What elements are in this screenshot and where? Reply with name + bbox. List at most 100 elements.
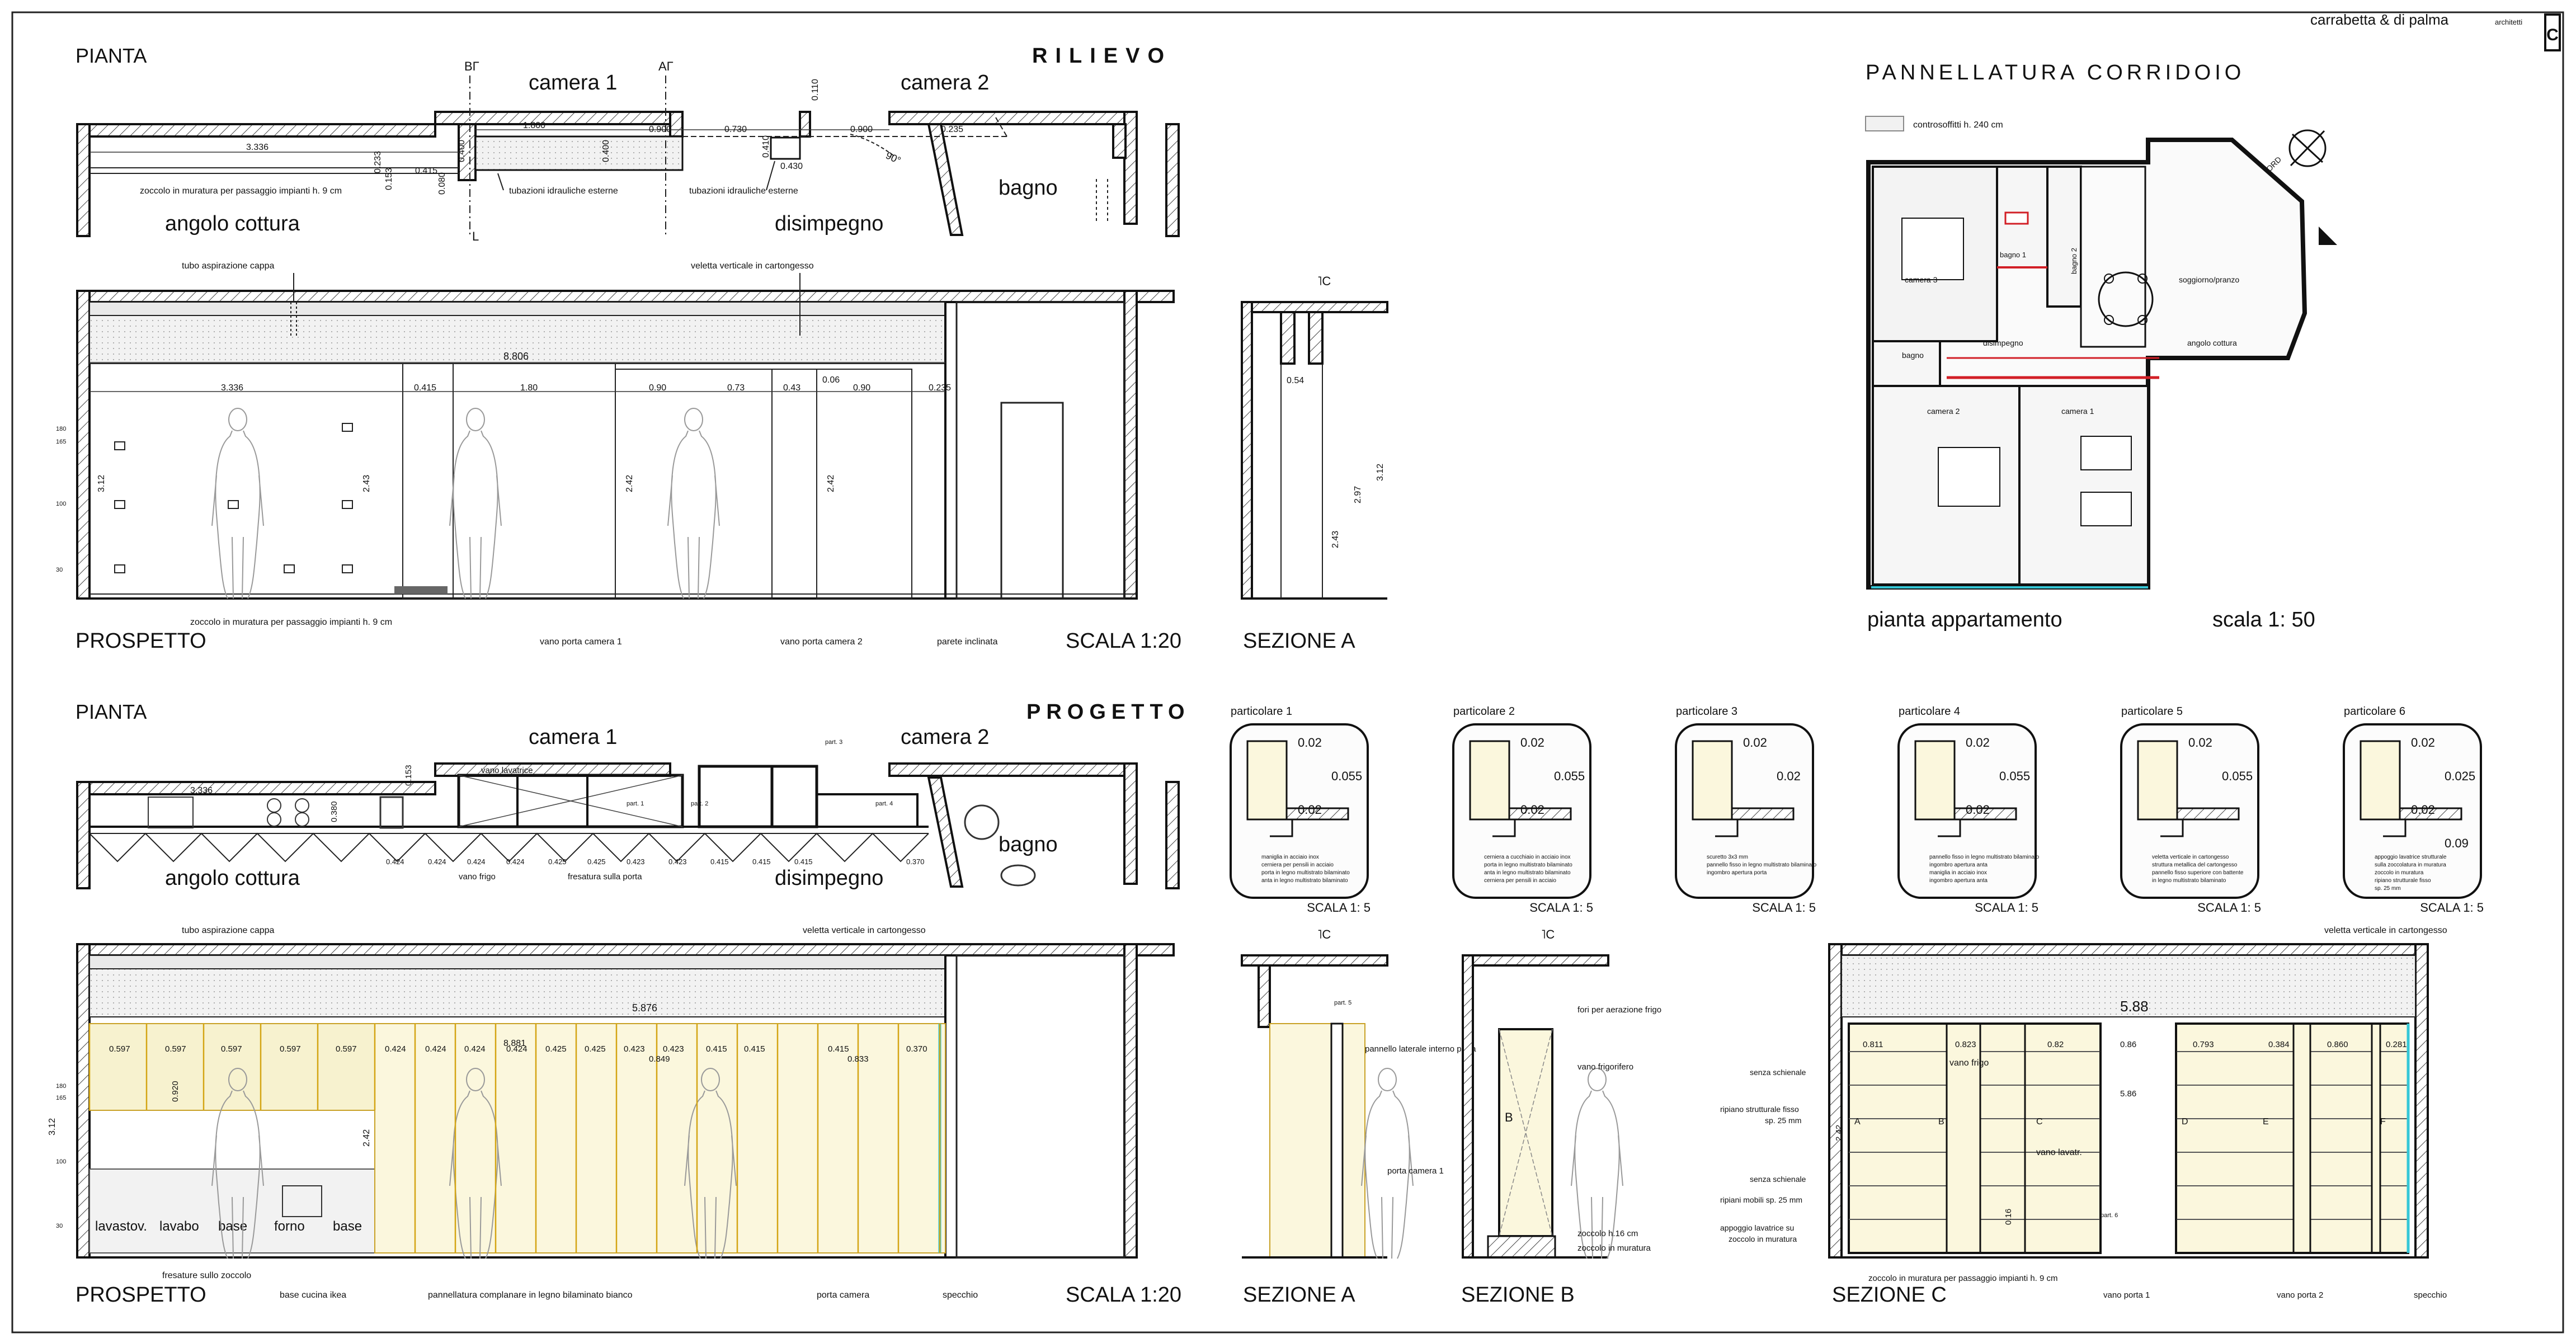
detail-handle-icon: [1270, 818, 1309, 837]
detail-scale: SCALA 1: 5: [1529, 901, 1593, 915]
detail-wall: [1953, 807, 2017, 821]
rilievo-elev-label: PROSPETTO: [76, 629, 206, 653]
detail-handle-icon: [2383, 818, 2422, 837]
rilievo-plan-dim-12: 0.080: [437, 172, 447, 195]
apartment-room-0: camera 3: [1905, 275, 1938, 284]
rilievo-plan-dim-9: 0.430: [780, 162, 803, 171]
progetto-elev-p-6: 0.423: [624, 1044, 645, 1054]
rilievo-room-camera2: camera 2: [901, 71, 989, 95]
rilievo-plan-dim-14: 0.400: [601, 140, 611, 162]
progetto-elev-p-9: 0.415: [744, 1044, 765, 1054]
rilievo-secA-label: SEZIONE A: [1243, 629, 1355, 653]
progetto-elev-p-5: 0.425: [585, 1044, 606, 1054]
rilievo-scale-0: 180: [56, 426, 66, 432]
progetto-plan-dim-3: 0.424: [386, 857, 404, 866]
sheet-border: [11, 11, 2564, 1333]
rilievo-plan-dim-1: 0.415: [415, 166, 437, 176]
rilievo-room-disimpegno: disimpegno: [775, 212, 883, 235]
progetto-elev-door1: 0.849: [649, 1054, 670, 1064]
rilievo-elev-note-2: zoccolo in muratura per passaggio impian…: [190, 618, 392, 627]
rilievo-elev-seg-4: 0.73: [727, 383, 745, 393]
progetto-elev-k-2: 0.597: [221, 1044, 242, 1054]
detail-note: pannello fisso superiore con battente: [2152, 870, 2244, 876]
rilievo-elev-h-3: 2.42: [826, 475, 836, 492]
rilievo-elev-seg-5: 0.43: [783, 383, 800, 393]
detail-dim: 0.02: [1298, 736, 1322, 750]
prog-secB-mark: ˥C: [1541, 927, 1555, 941]
progetto-elev-h-0: 3.12: [48, 1118, 57, 1135]
rilievo-plan-note-1: tubazioni idrauliche esterne: [509, 186, 618, 196]
rilievo-plan-dim-0: 3.336: [246, 143, 269, 152]
detail-scale: SCALA 1: 5: [1307, 901, 1371, 915]
apartment-room-3: soggiorno/pranzo: [2179, 275, 2239, 284]
detail-note: ingombro apertura anta: [1929, 862, 1988, 868]
progetto-plan-label: PIANTA: [76, 700, 147, 723]
rilievo-plan: PIANTA RILIEVO camera 1 camera 2 angolo …: [76, 44, 1180, 243]
detail-note: cerniera per pensili in acciaio: [1261, 862, 1334, 868]
secC-cell-dim: 0.281: [2386, 1040, 2407, 1049]
rilievo-plan-dim-5: 0.900: [850, 125, 873, 134]
rilievo-elev-seg-3: 0.90: [649, 383, 666, 393]
apartment-plan-caption: pianta appartamento: [1867, 608, 2062, 632]
detail-note: pannello fisso in legno multistrato bila…: [1929, 854, 2040, 860]
detail-note: anta in legno multistrato bilaminato: [1261, 878, 1348, 884]
apartment-room-2: bagno 2: [2070, 248, 2078, 274]
detail-panel: [1246, 740, 1288, 821]
detail-note: cerniera per pensili in acciaio: [1484, 878, 1556, 884]
progetto-plan-dim-14: 0.370: [906, 857, 925, 866]
detail-dim: 0.02: [1743, 736, 1767, 750]
progetto-plan-note-5: part. 3: [825, 739, 842, 746]
detail-note: zoccolo in muratura: [2375, 870, 2424, 876]
progetto-plan-dim-8: 0.425: [587, 857, 606, 866]
progetto-plan-dim-0: 3.336: [190, 786, 213, 795]
progetto-room-disimpegno: disimpegno: [775, 866, 883, 890]
progetto-section-title: PROGETTO: [1026, 700, 1190, 724]
progetto-plan-note-6: part. 4: [875, 800, 893, 807]
svg-text:C: C: [2546, 26, 2559, 44]
detail-dim: 0.055: [1999, 769, 2030, 783]
detail-dim: 0.02: [1298, 803, 1322, 817]
progetto-plan-dim-6: 0.424: [506, 857, 525, 866]
progetto-plan-note-3: part. 1: [627, 800, 644, 807]
progetto-plan-dim-7: 0.425: [548, 857, 567, 866]
prog-secC-note-11: specchio: [2414, 1290, 2447, 1300]
prog-secA-mark: ˥C: [1317, 927, 1331, 941]
rilievo-elev-seg-7: 0.235: [929, 383, 951, 393]
progetto-section-b: ˥C B fori per aerazione frigo vano frigo…: [1461, 927, 1661, 1307]
progetto-elev-k-4: 0.597: [336, 1044, 357, 1054]
detail-handle-icon: [2160, 818, 2200, 837]
progetto-plan-dim-5: 0.424: [467, 857, 486, 866]
rilievo-elev-h-1: 2.43: [362, 475, 371, 492]
secC-unit-letter: E: [2263, 1117, 2269, 1127]
detail-handle-icon: [1492, 818, 1532, 837]
prog-secC-note-1: senza schienale: [1750, 1068, 1806, 1077]
prog-secC-note-10: vano porta 2: [2277, 1290, 2323, 1300]
prog-secC-note-4: senza schienale: [1750, 1175, 1806, 1184]
detail-title: particolare 3: [1676, 705, 1737, 718]
rilievo-secA-dim-2: 2.97: [1353, 486, 1363, 503]
secC-cell-dim: 0.86: [2120, 1040, 2136, 1049]
detail-handle-icon: [1715, 818, 1754, 837]
rilievo-elev-note-1: veletta verticale in cartongesso: [691, 261, 814, 271]
progetto-elev-p-0: 0.424: [385, 1044, 406, 1054]
secC-unit-letter: A: [1854, 1117, 1861, 1127]
rilievo-elev-note-4: vano porta camera 2: [780, 637, 863, 647]
detail-note: appoggio lavatrice strutturale: [2375, 854, 2447, 860]
progetto-elev-p-10: 0.415: [828, 1044, 849, 1054]
prog-secC-note-5: ripiani mobili sp. 25 mm: [1720, 1195, 1802, 1204]
progetto-elev-p-8: 0.415: [706, 1044, 727, 1054]
apartment-room-7: camera 2: [1927, 407, 1960, 416]
progetto-elev-total: 5.876: [632, 1002, 657, 1014]
rilievo-elev-seg-6: 0.90: [853, 383, 870, 393]
secC-cell-dim: 0.811: [1863, 1040, 1883, 1049]
detail-dim: 0.055: [2222, 769, 2253, 783]
detail-handle-icon: [1938, 818, 1977, 837]
secC-unit-letter: B: [1938, 1117, 1944, 1127]
rilievo-room-angolo-cottura: angolo cottura: [165, 212, 300, 235]
prog-secC-note-13: vano lavatr.: [2036, 1148, 2082, 1157]
progetto-room-camera1: camera 1: [529, 725, 617, 749]
secC-cell-dim: 0.793: [2193, 1040, 2214, 1049]
detail-dim: 0.02: [2411, 803, 2435, 817]
